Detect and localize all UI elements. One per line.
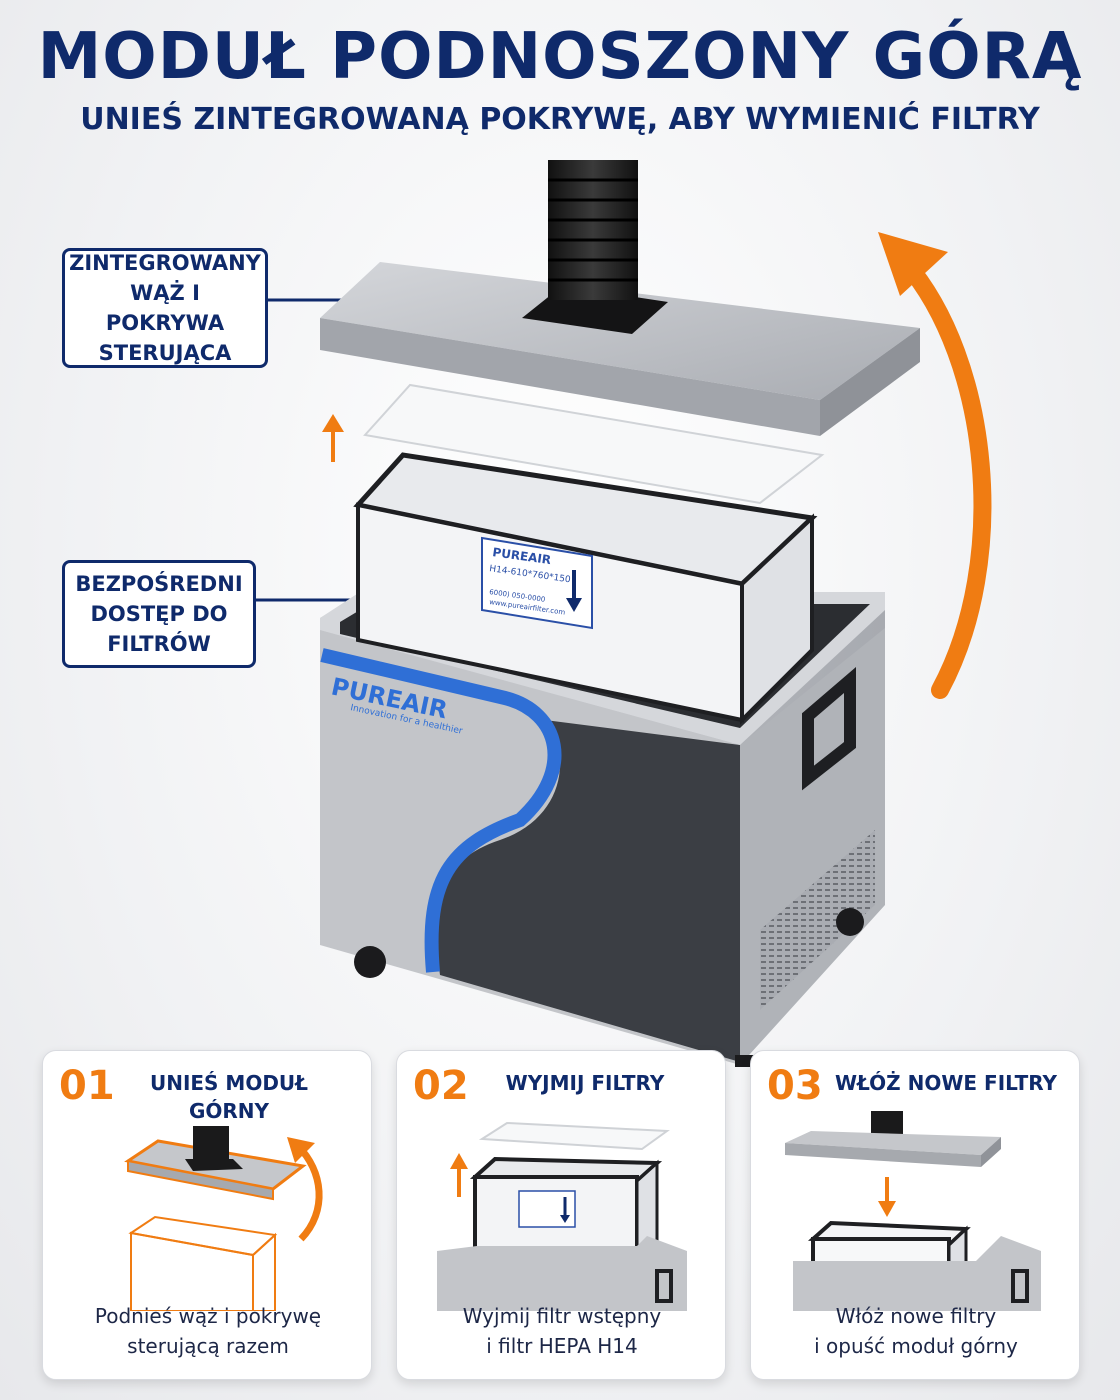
step-3-arrow-icon [878, 1177, 896, 1217]
step-title: WŁÓŻ NOWE FILTRY [834, 1071, 1058, 1095]
filter-down-arrow-icon [566, 570, 582, 612]
step-number: 01 [59, 1063, 115, 1109]
lift-arrow-icon [896, 253, 992, 699]
wheel [836, 908, 864, 936]
small-up-arrow-icon [322, 414, 344, 462]
step-1-illustration [124, 1126, 323, 1311]
step-title: UNIEŚ MODUŁ GÓRNY [149, 1071, 309, 1123]
callout-filter-access: BEZPOŚREDNI DOSTĘP DO FILTRÓW [62, 560, 256, 668]
step-2-illustration [437, 1121, 687, 1311]
filter-label [481, 536, 593, 630]
callout-hose-text: ZINTEGROWANY WĄŻ I POKRYWA STERUJĄCA [69, 251, 261, 365]
hepa-filter [353, 452, 818, 725]
callout-filters-text: BEZPOŚREDNI DOSTĘP DO FILTRÓW [75, 572, 243, 656]
blue-accent-stripe [320, 648, 562, 973]
page-subtitle: UNIEŚ ZINTEGROWANĄ POKRYWĘ, ABY WYMIENIĆ… [80, 102, 1040, 137]
step-number: 02 [413, 1063, 469, 1109]
dark-front-panel [436, 720, 740, 1062]
step-1-arrow-icon [295, 1143, 323, 1242]
step-caption: Włóż nowe filtry i opuść moduł górny [814, 1304, 1018, 1358]
step-card-1: 01 UNIEŚ MODUŁ GÓRNY Podnieś wąż i pokry… [42, 1050, 372, 1380]
step-title: WYJMIJ FILTRY [505, 1071, 665, 1095]
step-3-illustration [785, 1111, 1041, 1311]
callout-integrated-hose: ZINTEGROWANY WĄŻ I POKRYWA STERUJĄCA [62, 248, 268, 368]
pre-filter-sheet [363, 383, 825, 505]
step-card-2: 02 WYJMIJ FILTRY Wyjmij filtr wstępny i … [396, 1050, 726, 1380]
wheel [354, 946, 386, 978]
step-number: 03 [767, 1063, 823, 1109]
side-handle [802, 666, 856, 791]
page-title: MODUŁ PODNOSZONY GÓRĄ [37, 20, 1083, 94]
step-caption: Podnieś wąż i pokrywę sterującą razem [94, 1304, 322, 1358]
step-card-3: 03 WŁÓŻ NOWE FILTRY Włóż nowe filtry i o… [750, 1050, 1080, 1380]
extraction-hose [522, 160, 668, 334]
step-2-arrow-icon [450, 1153, 468, 1197]
step-caption: Wyjmij filtr wstępny i filtr HEPA H14 [462, 1304, 662, 1358]
